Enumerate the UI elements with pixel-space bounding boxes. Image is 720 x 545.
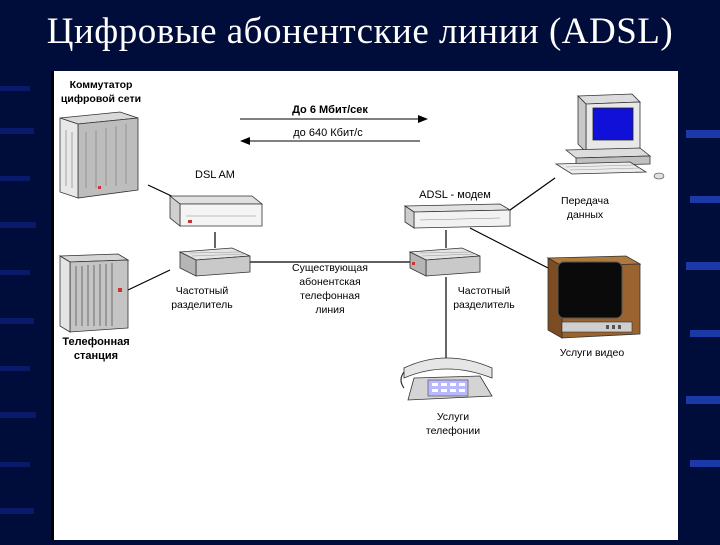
line-station-splitter — [127, 269, 171, 291]
splitter-right-label-line2: разделитель — [453, 299, 515, 311]
handset — [403, 357, 493, 379]
mouse-icon — [653, 172, 665, 180]
station-label-line2: станция — [74, 350, 118, 362]
keyboard-icon — [554, 161, 648, 175]
station-label-line1: Телефонная — [62, 336, 129, 348]
monitor-screen — [592, 107, 634, 141]
line-modem-tv — [469, 227, 549, 269]
splitter-right-label-line1: Частотный — [458, 285, 511, 297]
diagram-panel: До 6 Мбит/сек до 640 Кбит/с Коммутатор ц… — [51, 71, 678, 540]
splitter-left-icon — [178, 247, 251, 277]
line-label-4: линия — [315, 304, 344, 316]
line-label-3: телефонная — [300, 290, 360, 302]
data-label-line1: Передача — [561, 195, 609, 207]
dslam-label: DSL AM — [195, 169, 235, 181]
splitter-left-label-line2: разделитель — [171, 299, 233, 311]
switch-label-line1: Коммутатор — [70, 79, 133, 91]
speed-arrows — [240, 115, 428, 145]
line-label-2: абонентская — [299, 276, 360, 288]
panel-edge — [51, 71, 54, 540]
line-label-1: Существующая — [292, 262, 368, 274]
video-label: Услуги видео — [560, 347, 625, 359]
arrow-right-icon — [418, 115, 428, 123]
adsl-modem-icon — [403, 203, 512, 229]
connection-lines — [127, 177, 556, 368]
switch-label-line2: цифровой сети — [61, 93, 141, 105]
dslam-icon — [168, 195, 264, 227]
splitter-right-icon — [408, 247, 481, 277]
tv-screen — [557, 261, 623, 319]
slide-title: Цифровые абонентские линии (ADSL) — [46, 11, 674, 52]
television-icon — [546, 255, 642, 339]
speed-up-label: до 640 Кбит/с — [293, 127, 363, 139]
digital-switch-icon — [59, 111, 139, 199]
keypad — [427, 379, 469, 397]
telephone-station-icon — [58, 253, 130, 333]
phone-label-line1: Услуги — [437, 411, 469, 423]
computer-icon — [554, 93, 665, 180]
splitter-left-label-line1: Частотный — [176, 285, 229, 297]
modem-label: ADSL - модем — [419, 189, 491, 201]
arrow-left-icon — [240, 137, 250, 145]
adsl-diagram: До 6 Мбит/сек до 640 Кбит/с Коммутатор ц… — [51, 71, 678, 540]
data-label-line2: данных — [567, 209, 604, 221]
speed-down-label: До 6 Мбит/сек — [292, 104, 368, 116]
telephone-icon — [400, 357, 493, 401]
phone-label-line2: телефонии — [426, 425, 480, 437]
line-modem-pc — [509, 177, 556, 211]
